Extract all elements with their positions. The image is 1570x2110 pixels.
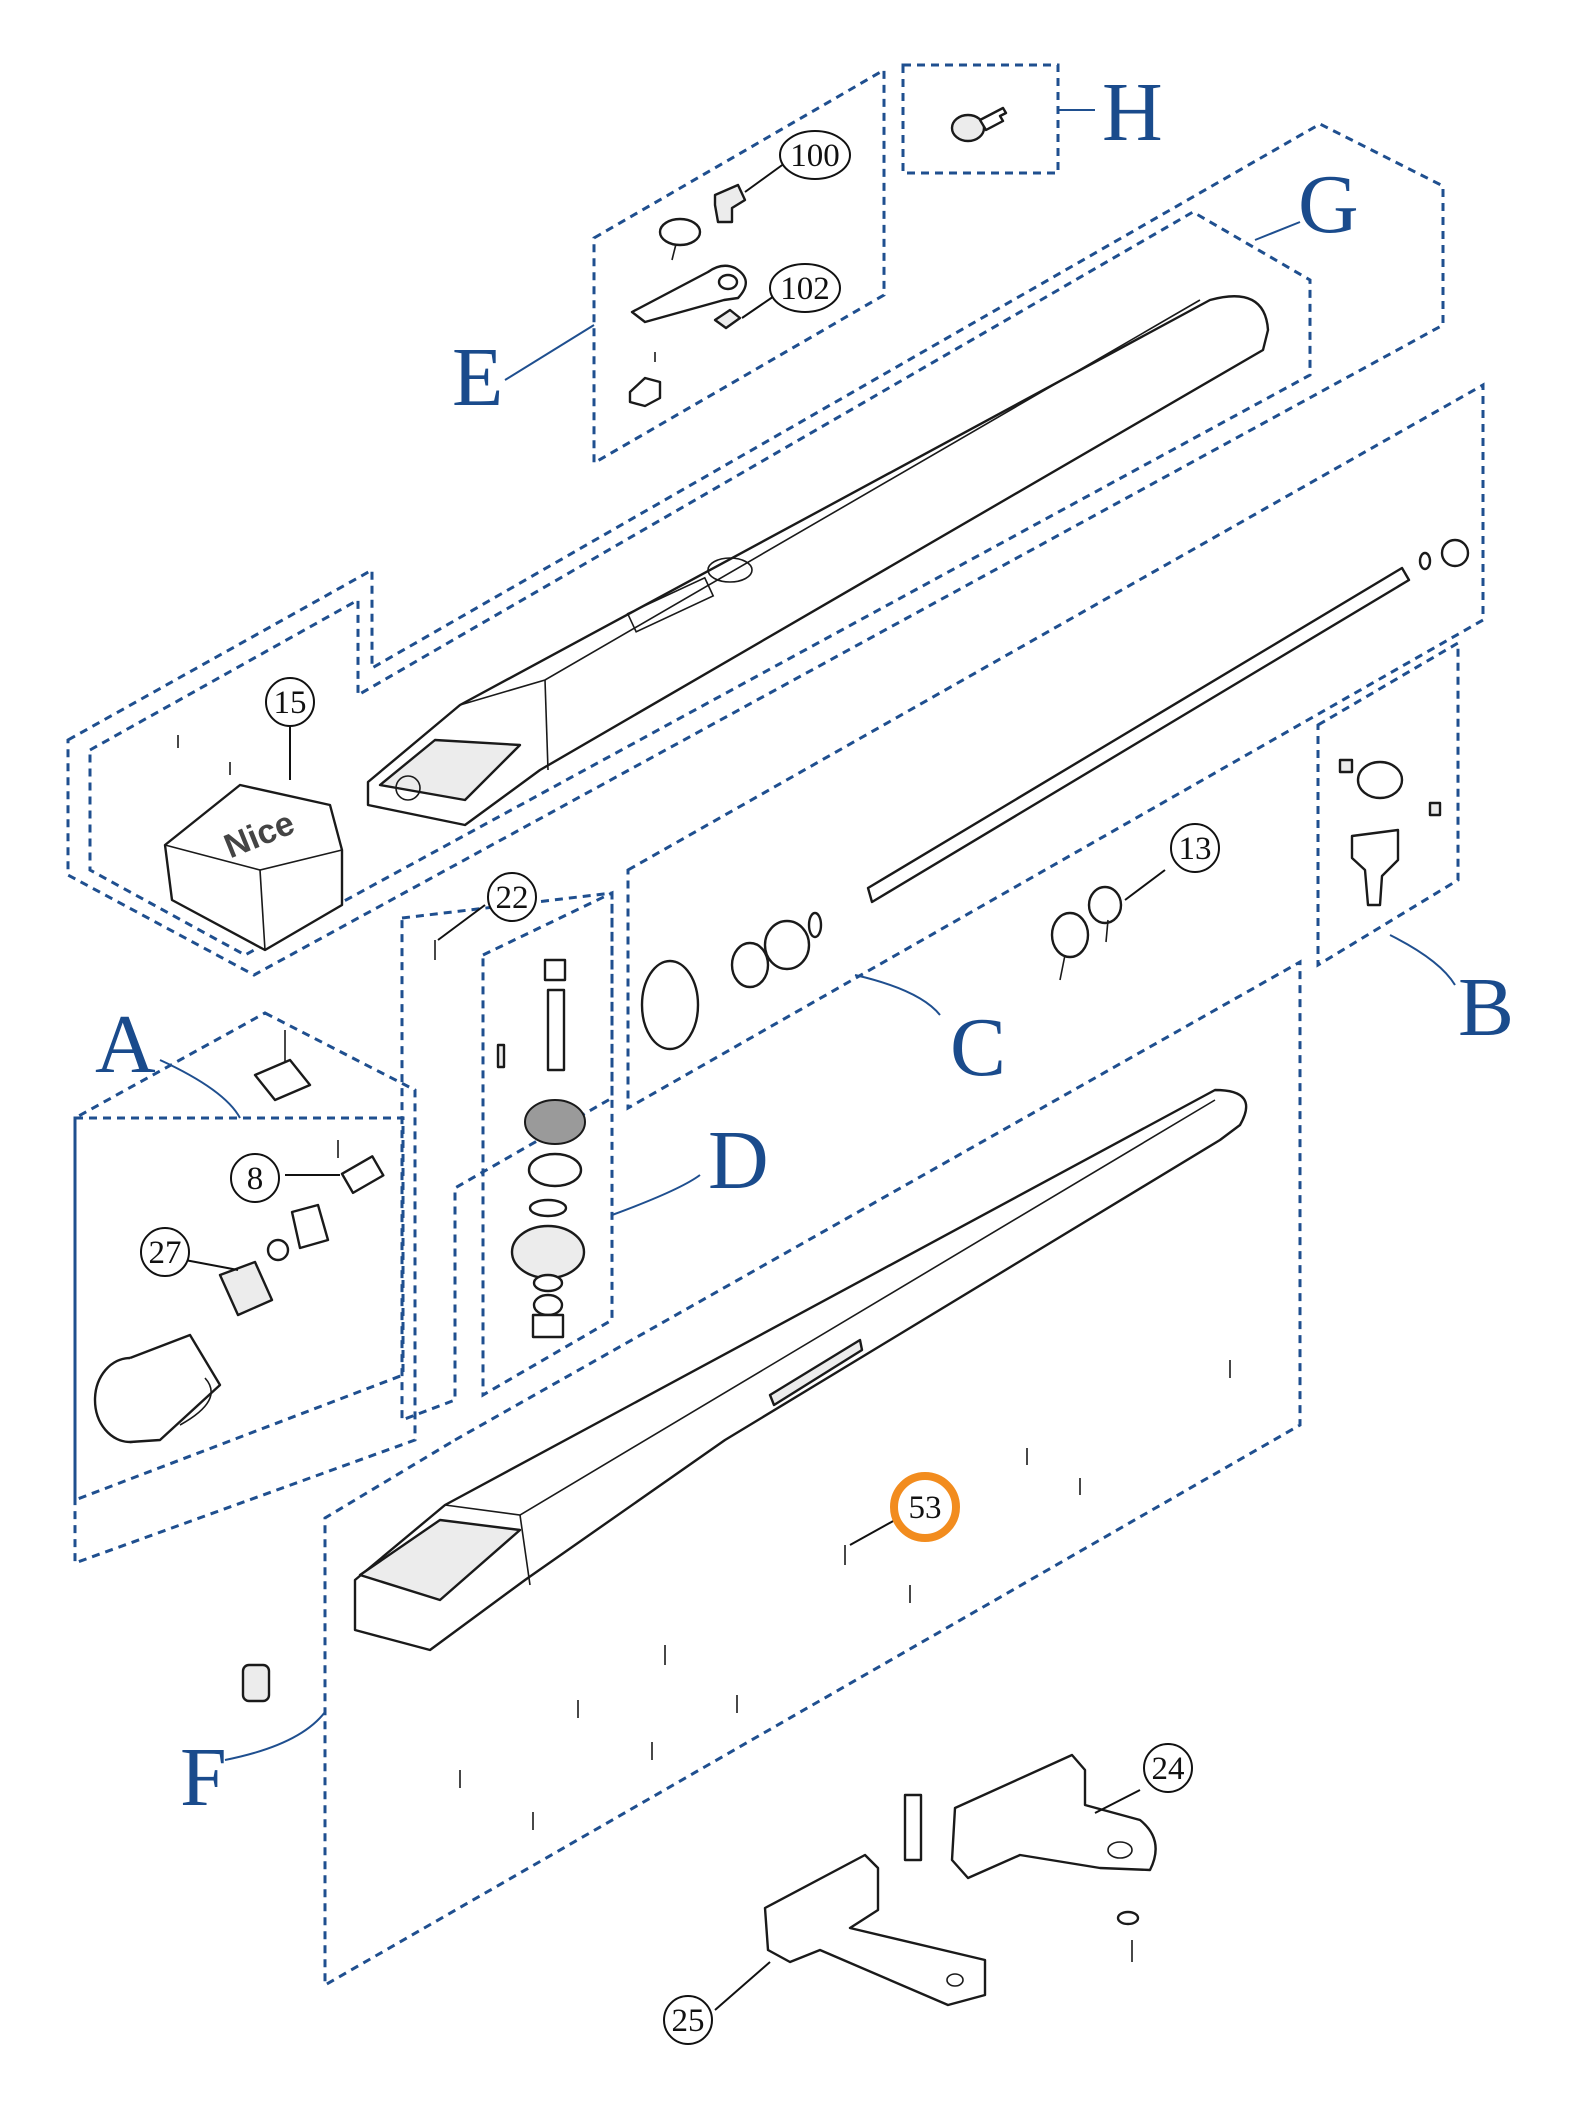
group-leaders	[159, 109, 1456, 1761]
svg-text:25: 25	[672, 2003, 705, 2039]
release-key-part	[950, 106, 1008, 143]
callout-15: 15	[265, 677, 315, 727]
group-label-h: H	[1102, 66, 1163, 159]
motor-cover-part: Nice	[163, 725, 344, 952]
callout-8: 8	[230, 1153, 280, 1203]
group-letters: H G E B C D A F	[95, 66, 1514, 1824]
callout-100: 100	[779, 130, 851, 180]
svg-text:27: 27	[149, 1235, 182, 1271]
svg-text:22: 22	[496, 880, 529, 916]
callout-102: 102	[769, 263, 841, 313]
callout-22: 22	[487, 872, 537, 922]
group-h-outline	[901, 63, 1060, 175]
group-label-d: D	[708, 1114, 769, 1207]
group-f-outline	[323, 959, 1302, 1988]
svg-text:8: 8	[247, 1161, 264, 1197]
group-a-outer-outline	[73, 1011, 417, 1566]
group-label-g: G	[1298, 158, 1359, 251]
mounting-bracket-25	[714, 1853, 987, 2011]
group-g-outer-outline	[66, 122, 1445, 977]
group-label-c: C	[950, 1001, 1006, 1094]
svg-text:15: 15	[274, 685, 307, 721]
svg-text:24: 24	[1152, 1751, 1185, 1787]
group-label-f: F	[180, 1731, 227, 1824]
group-c-outline	[626, 382, 1485, 1111]
svg-text:53: 53	[909, 1490, 942, 1526]
transmission-parts	[434, 904, 586, 1339]
callout-53-highlighted: 53	[890, 1472, 960, 1542]
callouts: 100 102 15 13 22 8 27 53	[140, 130, 1220, 2045]
svg-text:100: 100	[790, 138, 840, 174]
group-d-outer-outline	[400, 891, 614, 1423]
base-screws	[459, 1360, 1231, 1830]
svg-text:102: 102	[780, 271, 830, 307]
group-e-outline	[592, 67, 886, 466]
callout-27: 27	[140, 1227, 190, 1277]
motor-parts	[93, 1030, 385, 1444]
cable-gland-part	[241, 1663, 271, 1703]
gearbox-housing-part	[353, 1088, 1248, 1652]
group-g-inner-outline	[88, 210, 1312, 957]
group-label-b: B	[1458, 961, 1514, 1054]
release-lever-parts	[628, 162, 786, 408]
group-outlines	[66, 63, 1485, 1988]
rear-bracket-parts	[1338, 758, 1442, 907]
drive-shaft-parts	[640, 538, 1470, 1051]
group-label-e: E	[452, 331, 503, 424]
callout-24: 24	[1143, 1743, 1193, 1793]
callout-25: 25	[663, 1995, 713, 2045]
group-label-a: A	[95, 998, 156, 1091]
mounting-bracket-24	[903, 1753, 1157, 1962]
svg-text:13: 13	[1179, 831, 1212, 867]
arm-cover-part	[366, 295, 1270, 827]
callout-13: 13	[1170, 823, 1220, 873]
group-b-outline	[1316, 640, 1460, 968]
